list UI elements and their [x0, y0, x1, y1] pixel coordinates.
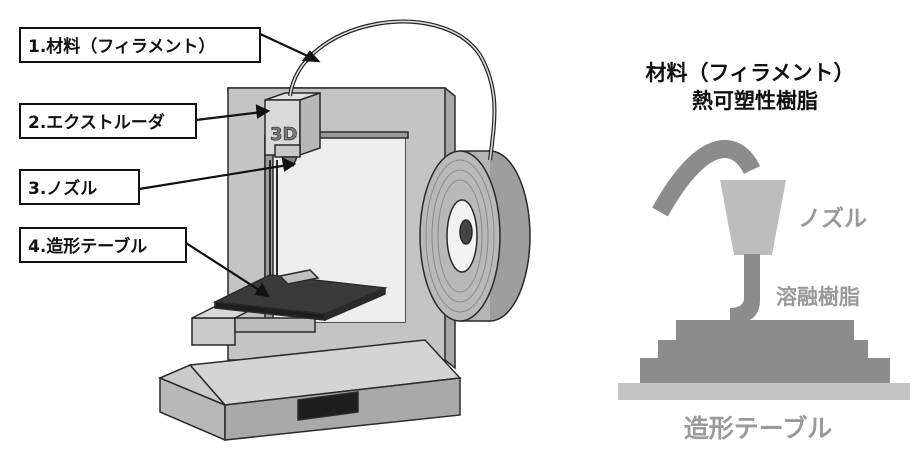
extruder-side [299, 91, 321, 157]
printer-label-build-table: 4.造形テーブル [19, 227, 187, 263]
arrow-extruder-head [255, 104, 271, 119]
filament-tube-inner [289, 20, 496, 161]
label-text: 3.ノズル [28, 178, 97, 199]
spool-winding-1 [425, 159, 495, 313]
bed-carriage-front [191, 317, 236, 346]
nozzle-body [720, 180, 786, 255]
molten-resin-flow [730, 254, 760, 324]
process-title-line1: 材料（フィラメント） [646, 61, 855, 85]
label-box [19, 227, 187, 263]
process-title-line2: 熱可塑性樹脂 [692, 89, 818, 113]
printer-base-rim [158, 364, 226, 406]
label-text: 4.造形テーブル [28, 236, 147, 257]
bed-carriage-rail [234, 317, 316, 333]
build-plate-support [278, 269, 320, 285]
build-table-bar [618, 383, 910, 400]
printer-illustration [158, 87, 531, 442]
build-table-label: 造形テーブル [684, 414, 833, 443]
callout-arrows [138, 32, 321, 298]
arrow-extruder-line [195, 110, 263, 122]
label-text: 1.材料（フィラメント） [28, 36, 215, 57]
arrow-table-line [185, 242, 263, 293]
layer-2 [658, 340, 868, 360]
printer-display [297, 391, 359, 421]
arrow-table-head [254, 282, 271, 298]
arrow-filament-head [301, 50, 321, 63]
label-box [19, 103, 197, 139]
arrow-nozzle-line [138, 163, 289, 191]
spool-winding-2 [431, 169, 489, 303]
build-plate-side [324, 286, 386, 322]
label-box [19, 27, 261, 63]
arrow-nozzle-head [281, 157, 297, 172]
extruder-carriage [274, 144, 301, 158]
spool-hub-hole [459, 219, 473, 245]
layer-3 [676, 320, 854, 342]
spool-winding-3 [437, 179, 483, 293]
process-diagram: 材料（フィラメント） 熱可塑性樹脂 ノズル 溶融樹脂 造形テーブル [618, 61, 910, 443]
label-box [19, 169, 140, 205]
extruder-3d-mark: 3D [270, 124, 297, 145]
layer-1 [640, 358, 890, 383]
molten-resin-label: 溶融樹脂 [776, 285, 860, 309]
filament-strand [652, 139, 761, 217]
nozzle-label: ノズル [798, 205, 867, 232]
printer-label-extruder: 2.エクストルーダ [19, 103, 197, 139]
x-axis-rail [317, 131, 409, 139]
printer-label-nozzle: 3.ノズル [19, 169, 140, 205]
label-text: 2.エクストルーダ [28, 112, 165, 133]
printer-label-filament: 1.材料（フィラメント） [19, 27, 261, 63]
arrow-filament-line [257, 32, 313, 59]
